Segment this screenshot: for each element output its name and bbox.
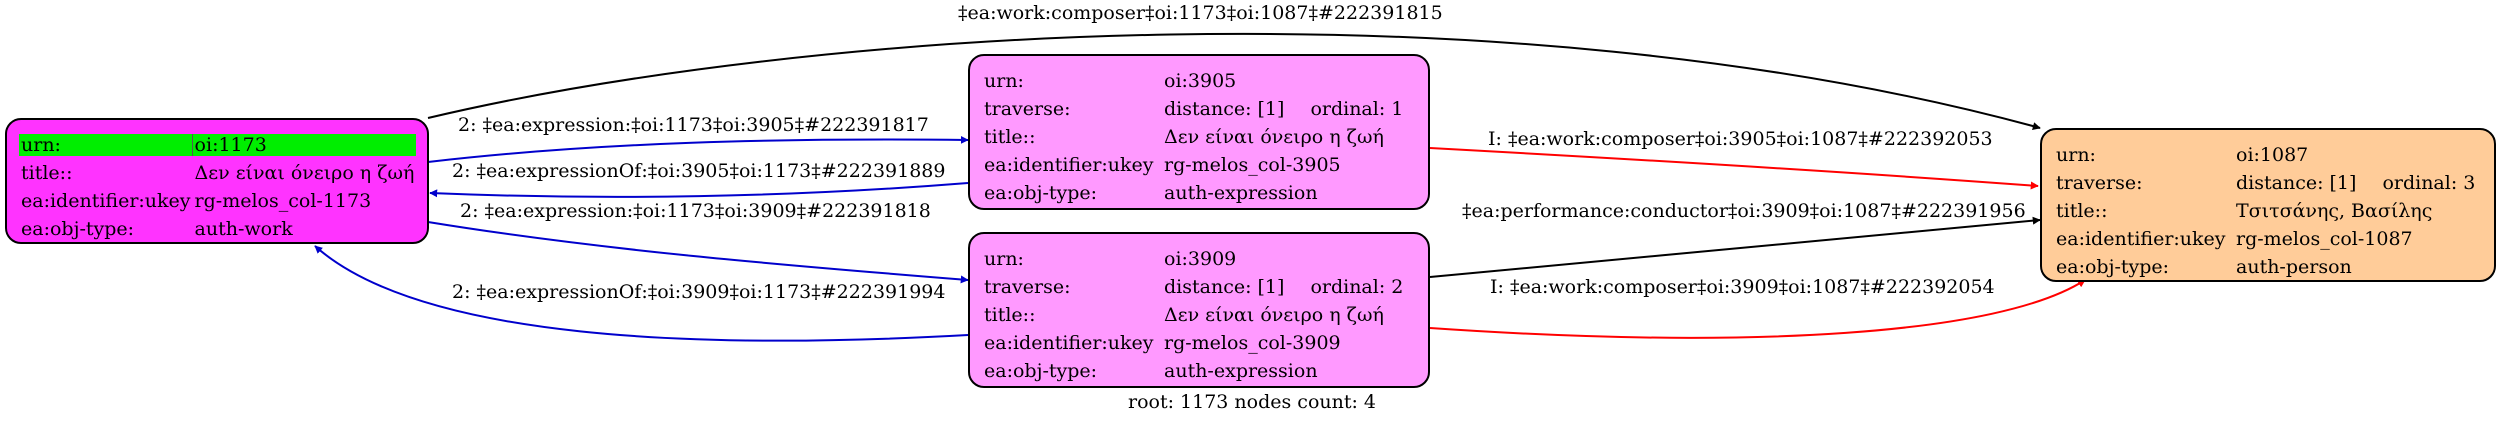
edge-label-expression-3905: 2: ‡ea:expression:‡oi:1173‡oi:3905‡#2223… — [458, 114, 929, 136]
ordinal-value: ordinal: 3 — [2382, 172, 2476, 194]
urn-label: urn: — [19, 134, 193, 156]
edge-label-composer-top: ‡ea:work:composer‡oi:1173‡oi:1087‡#22239… — [958, 2, 1443, 24]
title-label: title:: — [21, 162, 73, 184]
traverse-label: traverse: — [984, 98, 1071, 120]
objtype-label: ea:obj-type: — [21, 218, 135, 240]
title-value: Δεν είναι όνειρο η ζωή — [194, 162, 415, 184]
traverse-label: traverse: — [2056, 172, 2143, 194]
ordinal-value: ordinal: 2 — [1310, 276, 1404, 298]
urn-value: oi:3905 — [1164, 70, 1237, 92]
urn-value: oi:1087 — [2236, 144, 2309, 166]
objtype-label: ea:obj-type: — [984, 182, 1098, 204]
edge-expressionof-3909 — [314, 245, 969, 342]
edge-label-composer-3909: I: ‡ea:work:composer‡oi:3909‡oi:1087‡#22… — [1490, 276, 1995, 298]
edge-expression-3905 — [427, 135, 969, 163]
urn-label: urn: — [2056, 144, 2096, 166]
urn-value: oi:3909 — [1164, 248, 1237, 270]
identifier-value: rg-melos_col-3905 — [1164, 154, 1341, 176]
graph-footer: root: 1173 nodes count: 4 — [1128, 391, 1377, 413]
title-value: Δεν είναι όνειρο η ζωή — [1164, 126, 1384, 148]
distance-value: distance: [1] — [1164, 276, 1285, 298]
title-value: Δεν είναι όνειρο η ζωή — [1164, 304, 1384, 326]
identifier-label: ea:identifier:ukey — [2056, 228, 2226, 250]
edge-composer-top — [427, 32, 2041, 130]
edge-expression-3909 — [427, 221, 969, 284]
title-label: title:: — [984, 304, 1036, 326]
objtype-value: auth-expression — [1164, 182, 1318, 204]
edge-expressionof-3905 — [429, 182, 969, 198]
node-person-1087[interactable]: urn: oi:1087 traverse: distance: [1] ord… — [2040, 128, 2496, 282]
node-expression-3909[interactable]: urn: oi:3909 traverse: distance: [1] ord… — [968, 232, 1430, 388]
urn-value: oi:1173 — [192, 134, 417, 156]
identifier-value: rg-melos_col-3909 — [1164, 332, 1341, 354]
identifier-value: rg-melos_col-1087 — [2236, 228, 2413, 250]
objtype-value: auth-person — [2236, 256, 2352, 278]
urn-label: urn: — [984, 70, 1024, 92]
edge-composer-3905 — [1429, 147, 2039, 190]
identifier-value: rg-melos_col-1173 — [194, 190, 372, 212]
objtype-value: auth-expression — [1164, 360, 1318, 382]
node-work-1173[interactable]: urn: oi:1173 title:: Δεν είναι όνειρο η … — [5, 118, 429, 244]
edge-label-conductor-3909: ‡ea:performance:conductor‡oi:3909‡oi:108… — [1462, 200, 2026, 222]
traverse-label: traverse: — [984, 276, 1071, 298]
title-label: title:: — [984, 126, 1036, 148]
node-header-row: urn: oi:1173 — [19, 134, 417, 156]
node-expression-3905[interactable]: urn: oi:3905 traverse: distance: [1] ord… — [968, 54, 1430, 210]
edge-label-expressionof-3909: 2: ‡ea:expressionOf:‡oi:3909‡oi:1173‡#22… — [452, 281, 946, 303]
edge-label-expressionof-3905: 2: ‡ea:expressionOf:‡oi:3905‡oi:1173‡#22… — [452, 160, 946, 182]
edge-label-expression-3909: 2: ‡ea:expression:‡oi:1173‡oi:3909‡#2223… — [460, 200, 931, 222]
distance-value: distance: [1] — [1164, 98, 1285, 120]
identifier-label: ea:identifier:ukey — [984, 154, 1154, 176]
title-value: Τσιτσάνης, Βασίλης — [2236, 200, 2433, 222]
title-label: title:: — [2056, 200, 2108, 222]
edge-composer-3909 — [1429, 279, 2086, 339]
edge-label-composer-3905: I: ‡ea:work:composer‡oi:3905‡oi:1087‡#22… — [1488, 128, 1993, 150]
ordinal-value: ordinal: 1 — [1310, 98, 1404, 120]
identifier-label: ea:identifier:ukey — [984, 332, 1154, 354]
identifier-label: ea:identifier:ukey — [21, 190, 191, 212]
edge-conductor-3909 — [1429, 216, 2041, 278]
objtype-label: ea:obj-type: — [2056, 256, 2170, 278]
distance-value: distance: [1] — [2236, 172, 2357, 194]
objtype-label: ea:obj-type: — [984, 360, 1098, 382]
objtype-value: auth-work — [194, 218, 293, 240]
urn-label: urn: — [984, 248, 1024, 270]
